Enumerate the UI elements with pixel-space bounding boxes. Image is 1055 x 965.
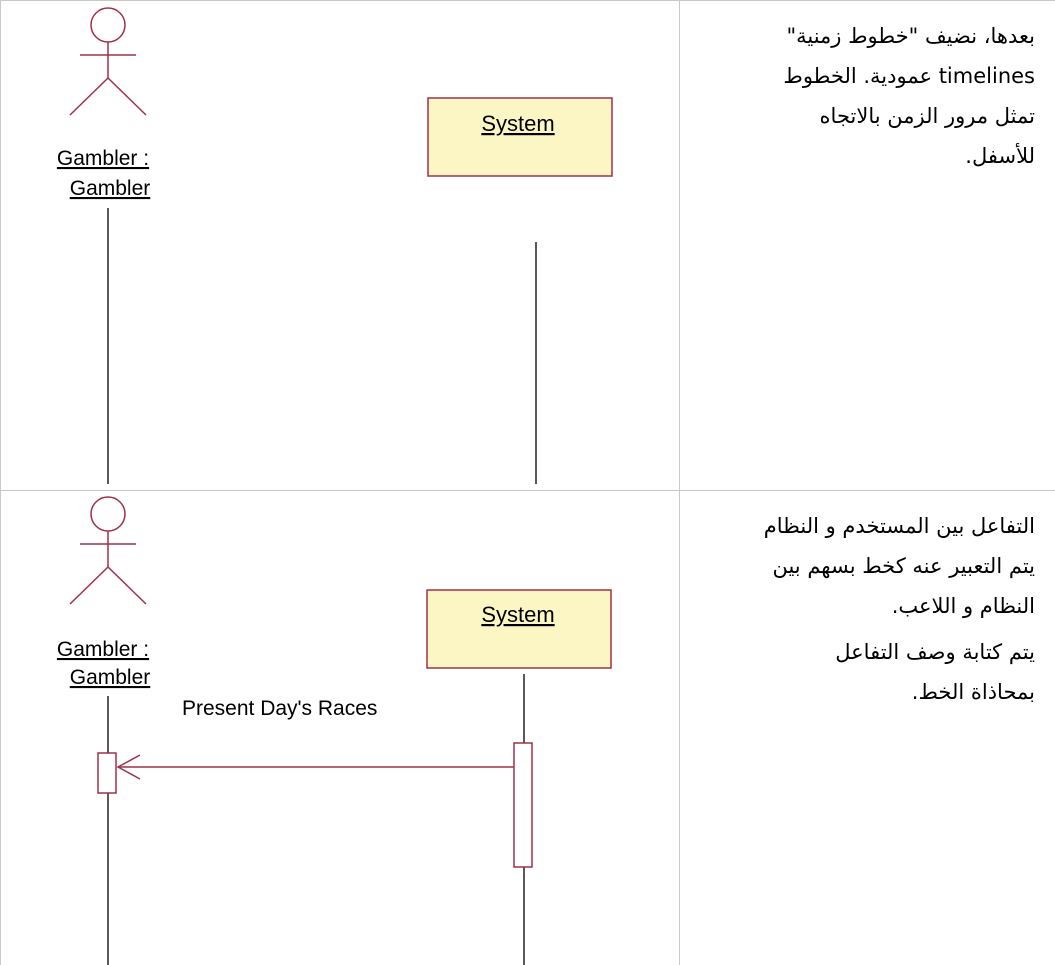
text-line: للأسفل. bbox=[965, 144, 1035, 168]
actor-name-line2: Gambler bbox=[70, 666, 151, 689]
actor-icon bbox=[69, 7, 147, 116]
message-arrow bbox=[116, 754, 514, 780]
actor-icon bbox=[69, 496, 147, 605]
system-activation-box bbox=[513, 742, 533, 868]
sequence-diagram-2: Gambler : Gambler System Present Day's R… bbox=[57, 496, 612, 965]
actor-name-line2: Gambler bbox=[70, 177, 151, 200]
actor-name-line1: Gambler : bbox=[57, 638, 149, 661]
text-line: timelines عمودية. الخطوط bbox=[783, 64, 1035, 88]
message-label: Present Day's Races bbox=[182, 697, 377, 720]
text-line: التفاعل بين المستخدم و النظام bbox=[763, 514, 1035, 538]
panel-2-text-secondary: يتم كتابة وصف التفاعل بمحاذاة الخط. bbox=[690, 632, 1035, 712]
table-row-divider bbox=[0, 490, 1055, 491]
text-line: النظام و اللاعب. bbox=[891, 594, 1035, 618]
table-column-divider bbox=[679, 0, 680, 965]
actor-activation-box bbox=[97, 752, 117, 794]
system-box bbox=[426, 589, 612, 669]
text-line: يتم كتابة وصف التفاعل bbox=[835, 640, 1035, 664]
actor-name-line1: Gambler : bbox=[57, 147, 149, 170]
system-name: System bbox=[481, 602, 554, 627]
table-border-top bbox=[0, 0, 1055, 1]
system-box bbox=[427, 97, 613, 177]
text-line: يتم التعبير عنه كخط بسهم بين bbox=[772, 554, 1035, 578]
sequence-diagram-1: Gambler : Gambler System bbox=[57, 7, 613, 484]
table-border-left bbox=[0, 0, 1, 965]
text-line: تمثل مرور الزمن بالاتجاه bbox=[819, 104, 1035, 128]
panel-1-text: بعدها، نضيف "خطوط زمنية" timelines عمودي… bbox=[690, 16, 1035, 176]
text-line: بمحاذاة الخط. bbox=[911, 680, 1035, 704]
panel-2-text: التفاعل بين المستخدم و النظام يتم التعبي… bbox=[690, 506, 1035, 626]
system-name: System bbox=[481, 111, 554, 136]
text-line: بعدها، نضيف "خطوط زمنية" bbox=[786, 24, 1035, 48]
